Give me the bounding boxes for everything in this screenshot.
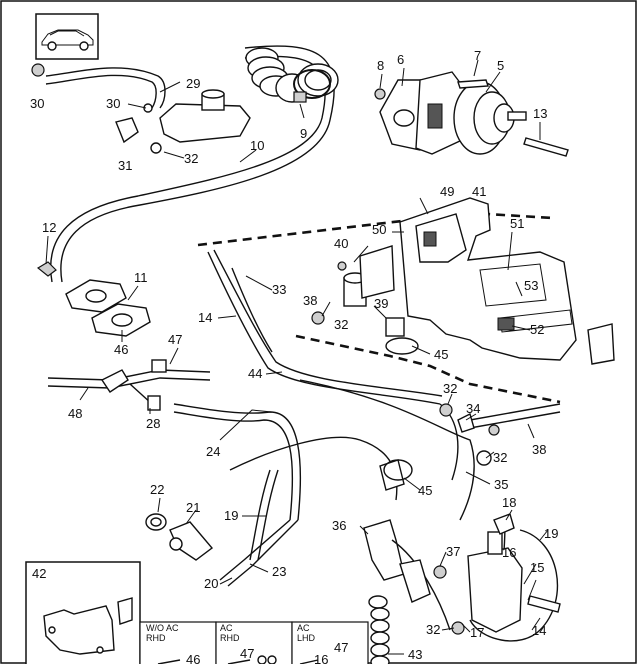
- callout-label: 16: [314, 652, 328, 664]
- callout-label: 41: [472, 184, 486, 199]
- callout-label: 38: [303, 293, 317, 308]
- variant-label-2-line2: RHD: [220, 633, 240, 643]
- callout-label: 39: [374, 296, 388, 311]
- control-bracket: [399, 197, 615, 365]
- hose-clamp: [293, 69, 331, 103]
- callout-label: 12: [42, 220, 56, 235]
- leader-lines: [45, 59, 549, 655]
- callout-label: 11: [134, 270, 148, 285]
- vacuum-regulator: [31, 63, 251, 154]
- callout-label: 47: [240, 646, 254, 661]
- callout-label: 44: [248, 366, 262, 381]
- callout-label: 37: [446, 544, 460, 559]
- callout-label: 16: [502, 545, 516, 560]
- check-valves: [100, 359, 500, 466]
- car-thumbnail-icon: [35, 13, 99, 60]
- callout-label: 48: [68, 406, 82, 421]
- inset-bracket: [25, 561, 141, 664]
- callout-label: 46: [114, 342, 128, 357]
- variant-label-1-line2: RHD: [146, 633, 166, 643]
- callout-label: 43: [408, 647, 422, 662]
- callout-label: 30: [30, 96, 44, 111]
- callout-label: 33: [272, 282, 286, 297]
- callout-label: 29: [186, 76, 200, 91]
- callout-label: 8: [377, 58, 384, 73]
- callout-label: 13: [533, 106, 547, 121]
- callout-label: 32: [334, 317, 348, 332]
- callout-label: 30: [106, 96, 120, 111]
- relay-connector: [363, 459, 451, 631]
- callout-label: 19: [544, 526, 558, 541]
- callout-label: 5: [497, 58, 504, 73]
- callout-label: 50: [372, 222, 386, 237]
- callout-label: 31: [118, 158, 132, 173]
- callout-label: 53: [524, 278, 538, 293]
- callout-label: 14: [532, 623, 546, 638]
- callout-label: 20: [204, 576, 218, 591]
- variant-boxes: [139, 621, 369, 664]
- variant-label-2-line1: AC: [220, 623, 233, 633]
- callout-label: 24: [206, 444, 220, 459]
- callout-label: 45: [434, 347, 448, 362]
- callout-labels: 30 29 30 31 32 10 9 8 6 7 5 13 12 11 46 …: [30, 48, 558, 664]
- callout-label: 47: [168, 332, 182, 347]
- vacuum-switch: [451, 513, 561, 635]
- callout-label: 23: [272, 564, 286, 579]
- vacuum-actuator: [374, 71, 569, 157]
- callout-label: 51: [510, 216, 524, 231]
- callout-label: 49: [440, 184, 454, 199]
- callout-label: 36: [332, 518, 346, 533]
- callout-label: 28: [146, 416, 160, 431]
- callout-label: 52: [530, 322, 544, 337]
- callout-label: 32: [426, 622, 440, 637]
- callout-label: 46: [186, 652, 200, 664]
- callout-label: 35: [494, 477, 508, 492]
- variant-label-3-line1: AC: [297, 623, 310, 633]
- flange-gaskets: [36, 261, 151, 337]
- callout-label: 14: [198, 310, 212, 325]
- callout-label: 32: [443, 381, 457, 396]
- callout-label: 9: [300, 126, 307, 141]
- callout-label: 38: [532, 442, 546, 457]
- variant-label-1-line1: W/O AC: [146, 623, 179, 633]
- callout-label: 47: [334, 640, 348, 655]
- callout-label: 45: [418, 483, 432, 498]
- callout-label: 17: [470, 625, 484, 640]
- callout-label: 34: [466, 401, 480, 416]
- callout-label: 22: [150, 482, 164, 497]
- callout-label: 32: [493, 450, 507, 465]
- callout-label: 32: [184, 151, 198, 166]
- callout-label: 21: [186, 500, 200, 515]
- variant-label-3-line2: LHD: [297, 633, 316, 643]
- callout-label: 10: [250, 138, 264, 153]
- solenoid-valve: [311, 245, 419, 355]
- callout-label: 40: [334, 236, 348, 251]
- callout-label: 42: [32, 566, 46, 581]
- temperature-sensor: [145, 513, 214, 561]
- callout-label: 18: [502, 495, 516, 510]
- callout-label: 6: [397, 52, 404, 67]
- callout-label: 15: [530, 560, 544, 575]
- callout-label: 7: [474, 48, 481, 63]
- callout-label: 19: [224, 508, 238, 523]
- corrugated-hose-lower: [368, 595, 390, 664]
